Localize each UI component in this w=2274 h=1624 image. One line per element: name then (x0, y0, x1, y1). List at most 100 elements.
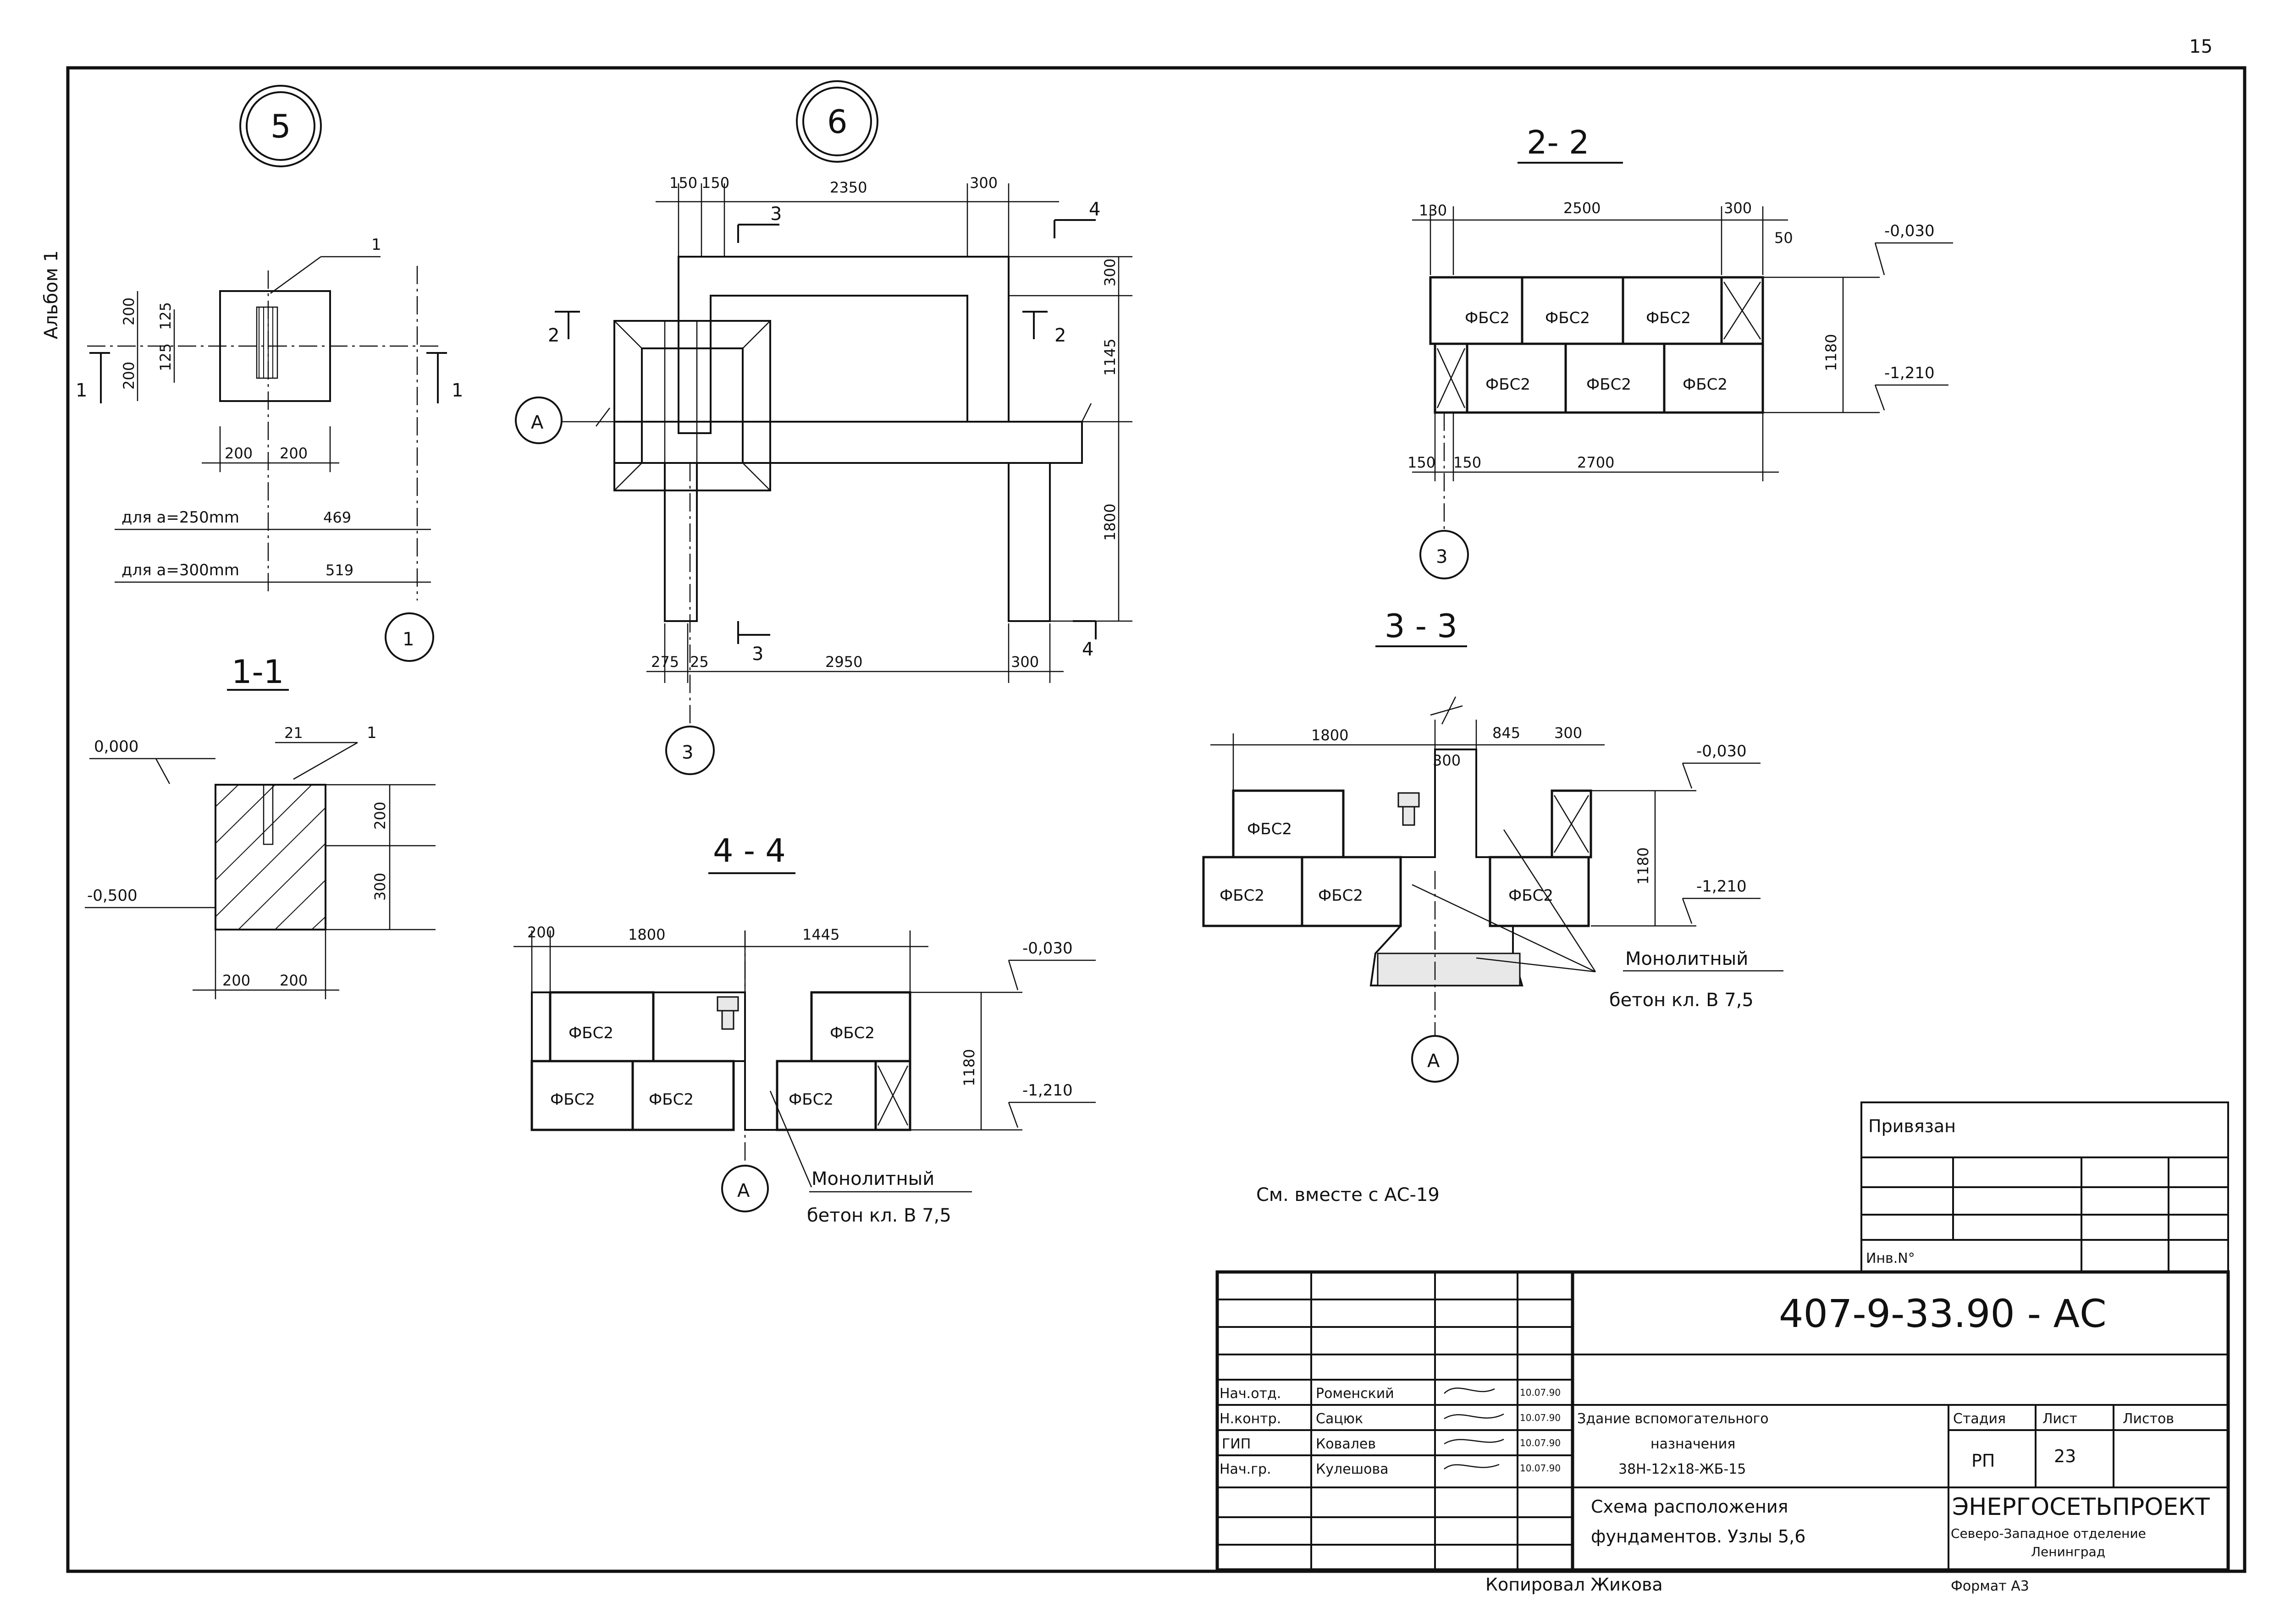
stamp-name-2: Сацюк (1316, 1411, 1363, 1427)
stamp-sheet-value: 23 (2054, 1446, 2076, 1466)
section-3-3-title: 3 - 3 (1385, 607, 1457, 645)
n5-row-b-label: для а=300mm (121, 561, 239, 579)
s44-d200: 200 (527, 924, 555, 941)
s33-axis-A: А (1427, 1051, 1440, 1072)
s44-d1800: 1800 (628, 926, 665, 943)
n5-d200c: 200 (225, 445, 253, 462)
stamp-date-4: 10.07.90 (1520, 1463, 1561, 1474)
n6-d150a: 150 (669, 174, 697, 192)
s22-d2500: 2500 (1563, 199, 1601, 217)
stamp-sheet-label: Лист (2042, 1411, 2077, 1427)
s44-d1445: 1445 (802, 926, 839, 943)
stamp-name-1: Роменский (1316, 1386, 1394, 1402)
s22-block-4: ФБС2 (1485, 375, 1530, 394)
n6-d275: 275 (651, 653, 679, 671)
node5-leader-1: 1 (371, 236, 381, 254)
s44-block-2: ФБС2 (830, 1024, 875, 1042)
n6-d150b: 150 (701, 174, 729, 192)
s44-note-a: Монолитный (811, 1168, 934, 1189)
format-label: Формат А3 (1951, 1578, 2029, 1594)
stamp-stage-label: Стадия (1953, 1411, 2006, 1427)
s22-block-5: ФБС2 (1586, 375, 1631, 394)
node-6-label: 6 (827, 103, 848, 141)
s33-lvl-bot: -1,210 (1696, 877, 1747, 896)
s44-block-4: ФБС2 (649, 1090, 694, 1109)
s22-d300: 300 (1724, 199, 1752, 217)
stamp-role-4: Нач.гр. (1220, 1461, 1271, 1477)
stamp-role-3: ГИП (1222, 1436, 1251, 1452)
s22-block-3: ФБС2 (1646, 309, 1691, 327)
s44-lvl-bot: -1,210 (1022, 1081, 1073, 1100)
n6-d300b: 300 (1101, 259, 1119, 286)
n5-d200b: 200 (120, 362, 138, 390)
stamp-bound-label: Привязан (1868, 1116, 1956, 1136)
stamp-date-3: 10.07.90 (1520, 1437, 1561, 1448)
n6-cut-2-left: 2 (548, 325, 559, 346)
n6-d1800: 1800 (1101, 504, 1119, 541)
n6-d300a: 300 (970, 174, 998, 192)
stamp-signatures (1444, 1387, 1504, 1470)
n6-d2950: 2950 (825, 653, 862, 671)
stamp-org-2: Северо-Западное отделение (1951, 1526, 2146, 1541)
s44-lvl-top: -0,030 (1022, 939, 1073, 958)
s11-d200a: 200 (222, 972, 250, 989)
album-label: Альбом 1 (41, 250, 62, 339)
n6-cut-3-bot: 3 (752, 644, 763, 665)
node-5: 5 1 200 125 125 200 1 1 200 200 (76, 85, 463, 662)
s33-note-b: бетон кл. В 7,5 (1609, 990, 1754, 1011)
s44-d1180: 1180 (960, 1049, 978, 1086)
s22-d150b: 150 (1453, 454, 1481, 471)
s22-block-1: ФБС2 (1465, 309, 1510, 327)
n5-d125a: 125 (157, 302, 174, 330)
s11-lvl0: 0,000 (94, 738, 138, 756)
stamp-building-1: Здание вспомогательного (1577, 1411, 1769, 1427)
node-6: 6 150 150 2350 300 А (515, 80, 1132, 775)
stamp-doc-code: 407-9-33.90 - АС (1779, 1291, 2107, 1336)
stamp-org-3: Ленинград (2031, 1544, 2105, 1559)
n5-d125b: 125 (157, 343, 174, 371)
cut-1-right: 1 (452, 380, 463, 401)
title-block: Привязан Инв.N° 407-9-33.90 - АС Нач.отд… (1215, 1101, 2230, 1572)
s11-d300v: 300 (371, 873, 389, 901)
stamp-sheets-label: Листов (2123, 1411, 2174, 1427)
stamp-building-2: назначения (1650, 1436, 1735, 1452)
s44-block-3: ФБС2 (550, 1090, 595, 1109)
n6-d300c: 300 (1011, 653, 1039, 671)
s33-block-3: ФБС2 (1318, 886, 1363, 905)
s33-note-a: Монолитный (1625, 948, 1748, 969)
n6-cut-4-bot: 4 (1082, 639, 1093, 660)
s22-lvl-top: -0,030 (1884, 222, 1935, 240)
copied-by: Копировал Жикова (1485, 1574, 1663, 1595)
s11-d21: 21 (284, 724, 303, 742)
stamp-org-1: ЭНЕРГОСЕТЬПРОЕКТ (1952, 1493, 2210, 1521)
sheet-frame (66, 66, 2246, 1573)
s22-lvl-bot: -1,210 (1884, 364, 1935, 382)
node-5-label: 5 (270, 108, 291, 145)
s22-axis-3: 3 (1436, 546, 1447, 567)
s22-d2700: 2700 (1577, 454, 1614, 471)
n5-d200d: 200 (280, 445, 308, 462)
s33-d1800: 1800 (1311, 727, 1348, 744)
section-2-2: 2- 2 130 2500 300 50 ФБС2 ФБС2 ФБС2 ФБС2… (1407, 124, 1953, 579)
cut-1-left: 1 (76, 380, 87, 401)
s22-block-2: ФБС2 (1545, 309, 1590, 327)
s33-d300b: 300 (1433, 752, 1461, 769)
stamp-sheet-title-2: фундаментов. Узлы 5,6 (1591, 1526, 1805, 1547)
sheet-number: 15 (2189, 36, 2213, 57)
section-2-2-title: 2- 2 (1527, 124, 1590, 161)
node6-axis-A: А (531, 412, 544, 433)
section-4-4-title: 4 - 4 (713, 832, 786, 870)
node6-axis-3: 3 (682, 742, 693, 763)
stamp-stage-value: РП (1971, 1451, 1995, 1471)
s22-block-6: ФБС2 (1683, 375, 1728, 394)
n6-cut-3-top: 3 (770, 204, 782, 225)
s33-d300a: 300 (1554, 724, 1582, 742)
s22-d50: 50 (1774, 229, 1793, 247)
s11-d200b: 200 (280, 972, 308, 989)
stamp-inv-label: Инв.N° (1866, 1250, 1915, 1266)
n6-d25: 25 (690, 653, 709, 671)
section-1-1-title: 1-1 (232, 653, 284, 691)
n6-d1145: 1145 (1101, 339, 1119, 376)
stamp-date-1: 10.07.90 (1520, 1387, 1561, 1398)
